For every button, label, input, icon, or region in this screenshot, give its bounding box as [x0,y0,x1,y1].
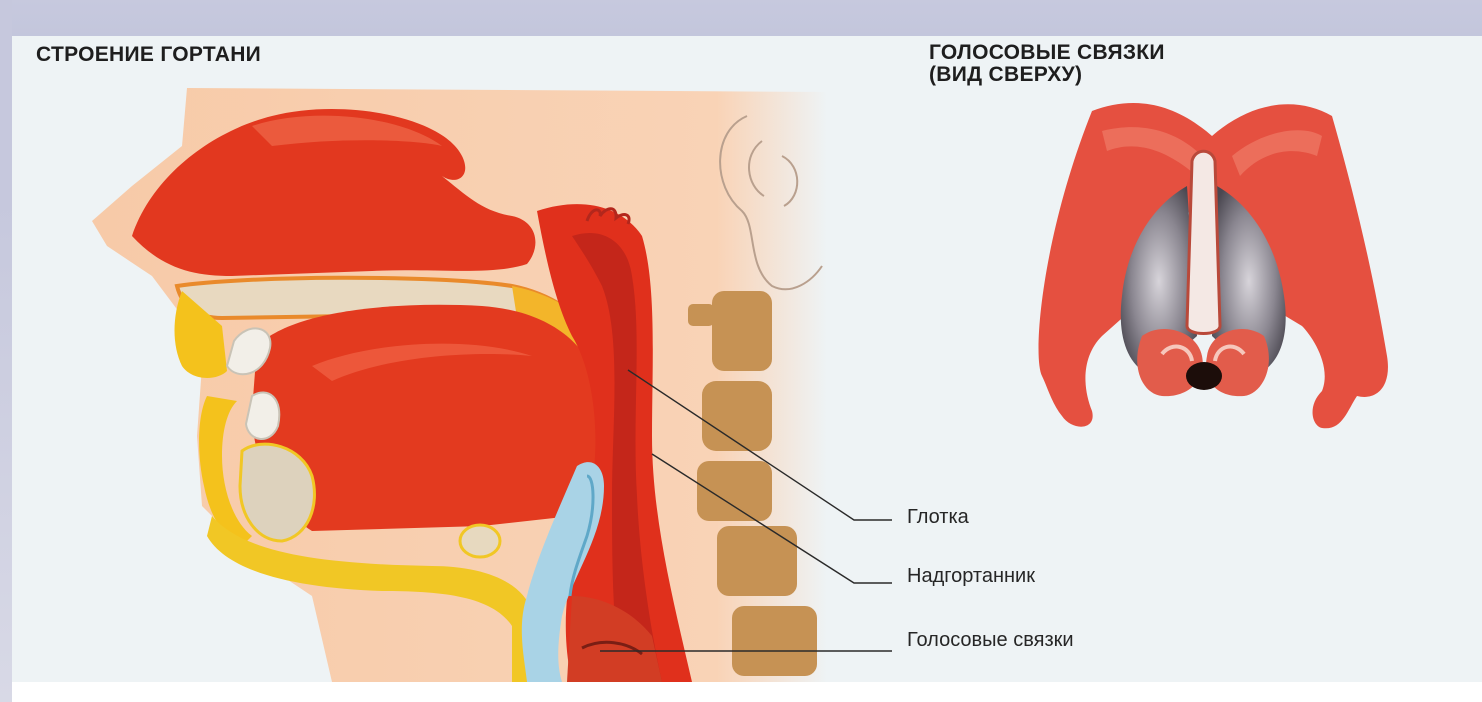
figure-title-right-line1: ГОЛОСОВЫЕ СВЯЗКИ [929,42,1165,64]
label-pharynx: Глотка [907,506,969,529]
figure-title-right: ГОЛОСОВЫЕ СВЯЗКИ (ВИД СВЕРХУ) [929,42,1165,86]
vocal-folds-top-view [1039,103,1388,428]
epiglottis-top [1187,151,1220,333]
glottis-opening [1186,362,1222,390]
sagittal-section [92,88,827,682]
illustration-plate: СТРОЕНИЕ ГОРТАНИ ГОЛОСОВЫЕ СВЯЗКИ (ВИД С… [12,36,1482,682]
figure-title-right-line2: (ВИД СВЕРХУ) [929,64,1165,86]
label-vocal-cords: Голосовые связки [907,629,1074,652]
label-epiglottis: Надгортанник [907,565,1035,588]
top-frame-band [0,0,1482,36]
left-frame-band [0,0,12,702]
anatomy-illustration [12,36,1482,682]
lower-tooth [246,393,279,439]
figure-title-left: СТРОЕНИЕ ГОРТАНИ [36,44,261,66]
hyoid-bone [460,525,500,557]
